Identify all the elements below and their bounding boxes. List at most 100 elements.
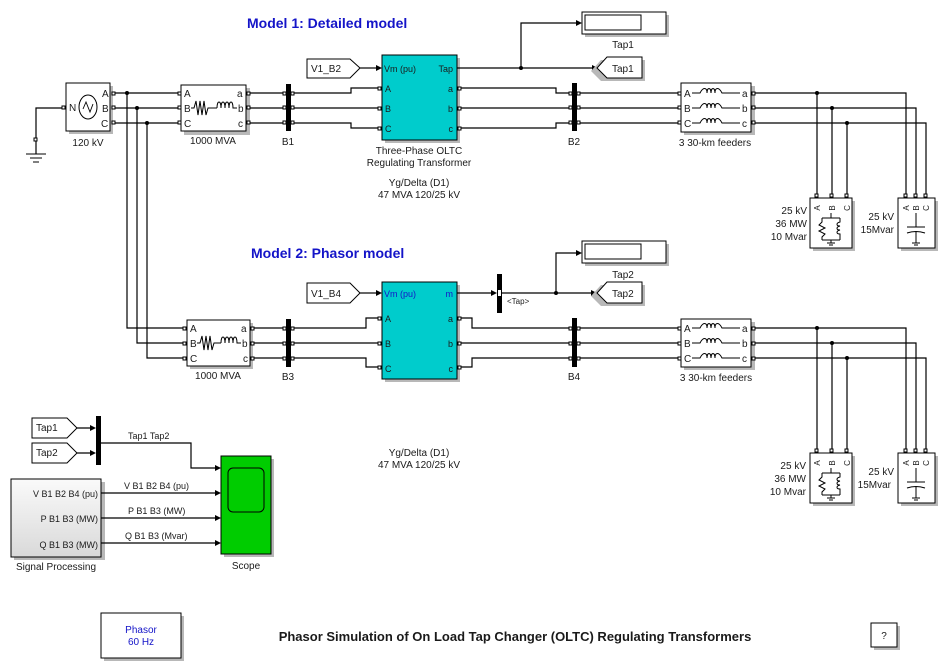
scope-block[interactable] xyxy=(220,455,274,557)
model1-feeders[interactable]: A B C a b c xyxy=(680,82,755,135)
load1-port-B: B xyxy=(828,205,837,210)
xfmr1-port-b: b xyxy=(238,104,244,115)
cap1-line2: 15Mvar xyxy=(861,225,895,236)
help-button[interactable]: ? xyxy=(870,622,900,650)
inductor-icon xyxy=(220,336,241,344)
from-tag-tap2[interactable]: Tap2 xyxy=(31,442,78,464)
load2-port-B: B xyxy=(828,460,837,465)
from-tag-tap2-label: Tap2 xyxy=(36,448,58,459)
model1-capacitor-bank[interactable]: A B C xyxy=(897,197,938,251)
bus-b3[interactable] xyxy=(286,319,291,367)
mux[interactable] xyxy=(96,416,101,465)
model2-rl-load[interactable]: A B C xyxy=(809,452,855,506)
feeder2-port-b: b xyxy=(742,339,748,350)
bus-b1[interactable] xyxy=(286,84,291,131)
model2-oltc-transformer[interactable]: Vm (pu) m A B C a b c xyxy=(381,281,460,382)
xfmr1-port-c: c xyxy=(238,119,243,130)
from-tag-tap1-label: Tap1 xyxy=(36,423,58,434)
load2-port-C: C xyxy=(843,460,852,466)
scope-screen-icon xyxy=(227,467,265,513)
feeder1-port-b: b xyxy=(742,104,748,115)
resistor-icon xyxy=(191,100,217,116)
bus-b4-label: B4 xyxy=(568,372,581,383)
from-tag-tap1[interactable]: Tap1 xyxy=(31,417,78,439)
model1-tap-display[interactable] xyxy=(581,11,669,37)
cap2-port-B: B xyxy=(912,460,921,465)
resistor-icon xyxy=(197,335,221,351)
source-port-c: C xyxy=(101,119,108,130)
xfmr1-port-B: B xyxy=(184,104,191,115)
xfmr1-port-a: a xyxy=(237,89,243,100)
sp-output-q: Q B1 B3 (MW) xyxy=(39,540,98,550)
oltc2-desc-line2: 47 MVA 120/25 kV xyxy=(378,460,460,471)
signal-p-label: P B1 B3 (MW) xyxy=(128,506,185,516)
main-title: Phasor Simulation of On Load Tap Changer… xyxy=(279,629,752,644)
capacitor-icon xyxy=(906,468,926,501)
bus-b1-label: B1 xyxy=(282,137,295,148)
bus-b3-label: B3 xyxy=(282,372,295,383)
goto-tag-tap2[interactable]: Tap2 xyxy=(591,281,645,306)
model2-tap-display-label: Tap2 xyxy=(612,270,634,281)
bus-selector-label: <Tap> xyxy=(507,297,530,306)
sp-output-p: P B1 B3 (MW) xyxy=(41,514,98,524)
three-phase-source[interactable]: N A B C xyxy=(65,82,113,134)
model1-grid-transformer[interactable]: A B C a b c xyxy=(180,84,250,135)
bus-b2[interactable] xyxy=(572,83,577,131)
oltc2-port-a: a xyxy=(448,314,453,324)
xfmr2-port-a: a xyxy=(241,324,247,335)
oltc1-input-label: Vm (pu) xyxy=(384,64,416,74)
model1-title: Model 1: Detailed model xyxy=(247,15,407,31)
load1-line1: 25 kV xyxy=(781,206,807,217)
load1-line2: 36 MW xyxy=(775,219,807,230)
sp-output-v: V B1 B2 B4 (pu) xyxy=(33,489,98,499)
source-neutral-label: N xyxy=(69,103,76,114)
powergui-block[interactable]: Phasor 60 Hz xyxy=(100,612,184,661)
inductor-icon xyxy=(216,101,237,109)
capacitor-icon xyxy=(906,213,926,246)
signal-processing-block[interactable]: V B1 B2 B4 (pu) P B1 B3 (MW) Q B1 B3 (MW… xyxy=(10,478,105,560)
load1-line3: 10 Mvar xyxy=(771,232,808,243)
oltc1-port-C: C xyxy=(385,124,392,134)
source-port-b: B xyxy=(102,104,109,115)
model2-grid-transformer[interactable]: A B C a b c xyxy=(186,319,253,369)
model1-rl-load[interactable]: A B C xyxy=(809,197,855,251)
xfmr1-port-C: C xyxy=(184,119,191,130)
xfmr1-port-A: A xyxy=(184,89,191,100)
feeder2-port-c: c xyxy=(742,354,747,365)
model2-feeders[interactable]: A B C a b c xyxy=(680,318,755,370)
load2-line3: 10 Mvar xyxy=(770,487,807,498)
rl-load-icon xyxy=(817,213,841,246)
model2-feeders-label: 3 30-km feeders xyxy=(680,373,752,384)
oltc1-desc-line1: Yg/Delta (D1) xyxy=(389,178,450,189)
oltc2-port-C: C xyxy=(385,364,392,374)
model2-capacitor-bank[interactable]: A B C xyxy=(897,452,938,506)
oltc2-desc-line1: Yg/Delta (D1) xyxy=(389,448,450,459)
load1-port-A: A xyxy=(813,205,822,211)
powergui-line1: Phasor xyxy=(125,625,157,636)
feeder2-port-A: A xyxy=(684,324,691,335)
model1-tap-display-label: Tap1 xyxy=(612,40,634,51)
oltc1-port-b: b xyxy=(448,104,453,114)
oltc2-port-B: B xyxy=(385,339,391,349)
goto-tag-tap1[interactable]: Tap1 xyxy=(591,56,645,81)
oltc2-port-b: b xyxy=(448,339,453,349)
xfmr2-port-A: A xyxy=(190,324,197,335)
xfmr2-port-b: b xyxy=(242,339,248,350)
oltc2-port-c: c xyxy=(449,364,454,374)
signal-v-label: V B1 B2 B4 (pu) xyxy=(124,481,189,491)
model2-title: Model 2: Phasor model xyxy=(251,245,404,261)
oltc2-port-A: A xyxy=(385,314,391,324)
feeder1-port-a: a xyxy=(742,89,748,100)
line-inductor-icon xyxy=(692,88,740,124)
signal-processing-label: Signal Processing xyxy=(16,562,96,573)
oltc1-desc-line2: 47 MVA 120/25 kV xyxy=(378,190,460,201)
bus-b4[interactable] xyxy=(572,318,577,367)
model2-tap-display[interactable] xyxy=(581,240,669,266)
model1-oltc-transformer[interactable]: Vm (pu) Tap A B C a b c xyxy=(381,54,460,143)
cap1-line1: 25 kV xyxy=(868,212,894,223)
from-tag-v1-b4[interactable]: V1_B4 xyxy=(306,282,361,304)
from-tag-v1-b2[interactable]: V1_B2 xyxy=(306,58,361,79)
xfmr2-port-c: c xyxy=(243,354,248,365)
source-label: 120 kV xyxy=(72,138,103,149)
cap1-port-B: B xyxy=(912,205,921,210)
